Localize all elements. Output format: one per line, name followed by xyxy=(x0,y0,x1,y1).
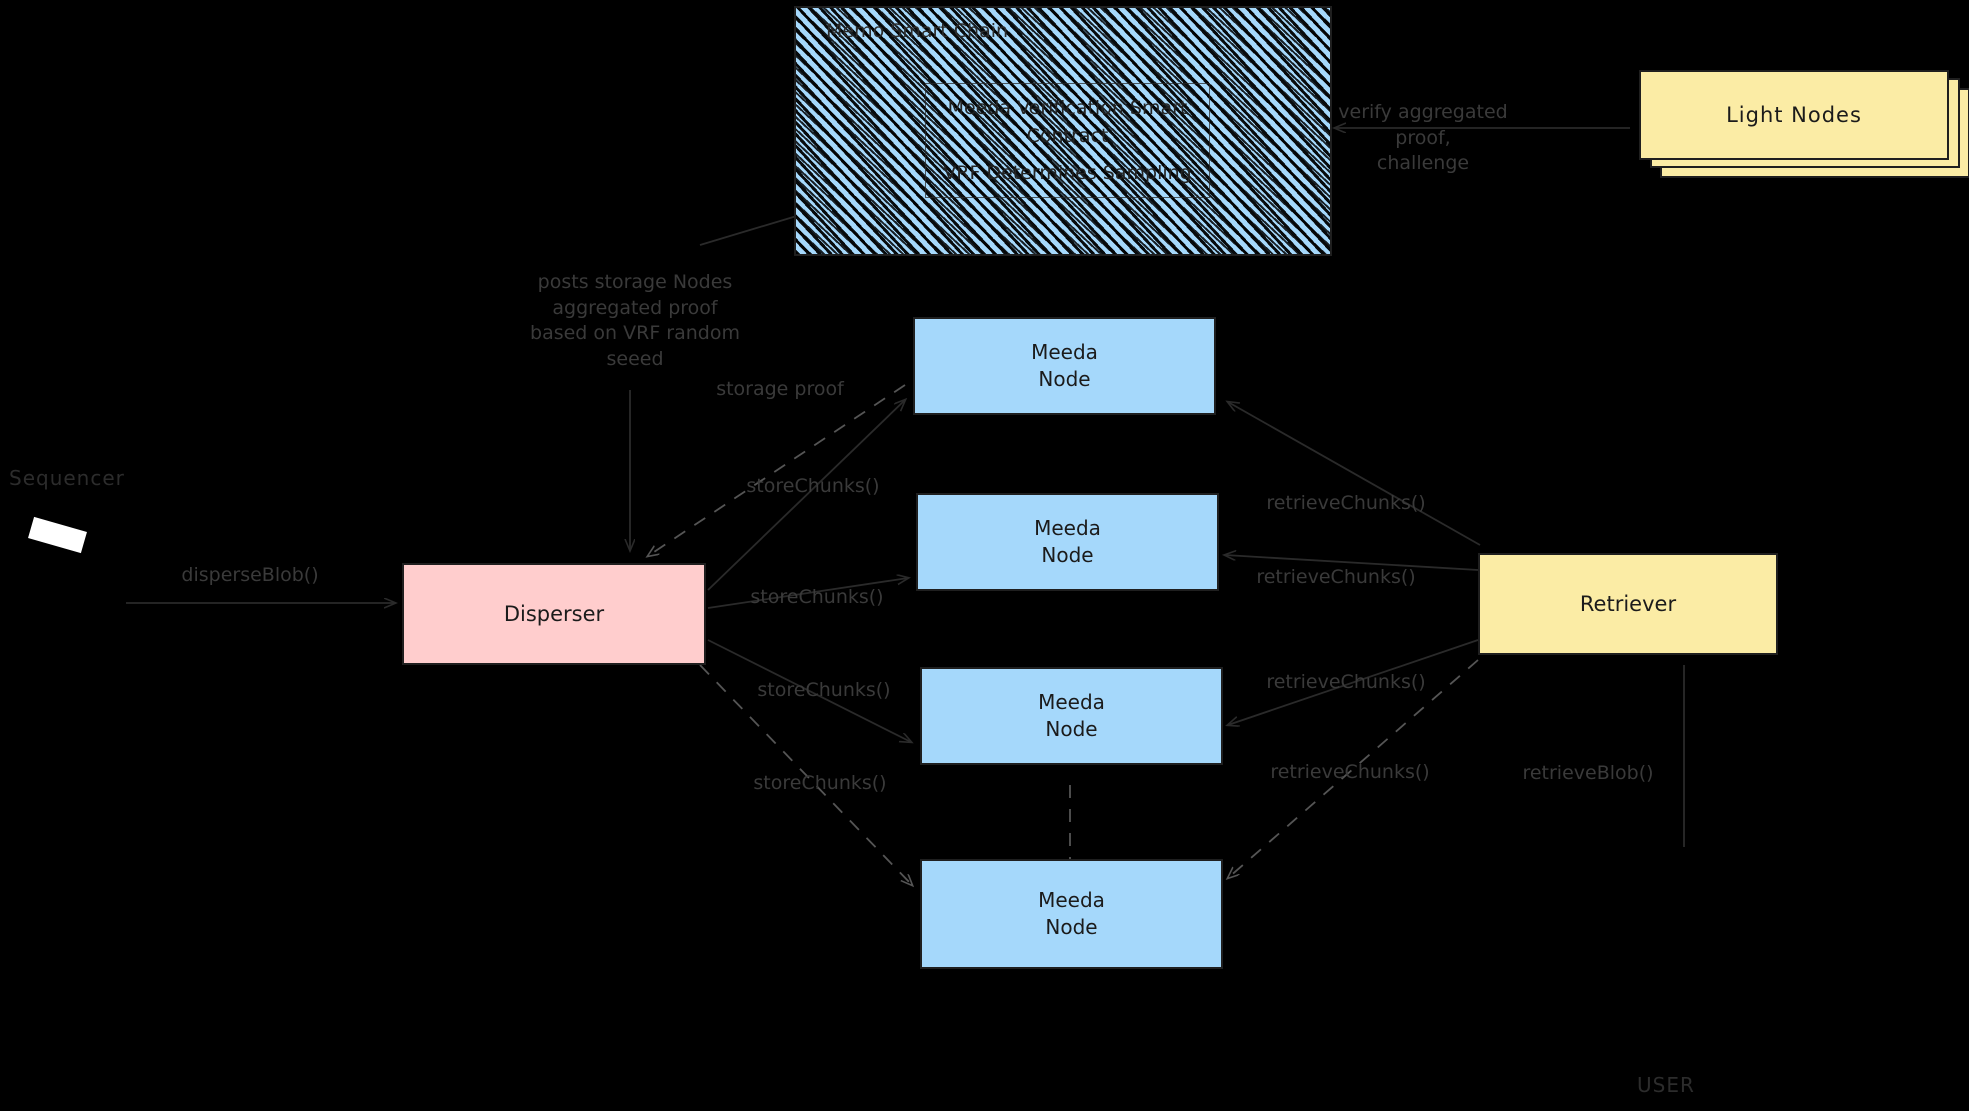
memo-smart-chain-title: Memo Smart Chain xyxy=(826,20,1009,42)
disperser-label: Disperser xyxy=(503,601,605,626)
edge-storage-proof xyxy=(648,384,906,556)
edge-label-store-chunks-1: storeChunks() xyxy=(746,475,880,497)
edge-chain-leader xyxy=(699,214,801,246)
retriever-box[interactable]: Retriever xyxy=(1478,553,1778,655)
meeda-verification-smart-contract[interactable]: Meeda Verification Smart Contract VRF De… xyxy=(925,83,1210,198)
light-nodes-box[interactable]: Light Nodes xyxy=(1639,70,1949,160)
edge-label-disperse-blob: disperseBlob() xyxy=(181,564,319,586)
edge-label-retrieve-chunks-1: retrieveChunks() xyxy=(1266,492,1426,514)
light-nodes-label: Light Nodes xyxy=(1726,102,1862,127)
sequencer-label: Sequencer xyxy=(9,466,125,490)
edge-label-store-chunks-2: storeChunks() xyxy=(750,586,884,608)
contract-title-line2: Contract xyxy=(1026,125,1109,148)
edge-label-store-chunks-3: storeChunks() xyxy=(757,679,891,701)
edge-label-store-chunks-4: storeChunks() xyxy=(753,772,887,794)
edge-label-storage-proof: storage proof xyxy=(716,378,844,400)
contract-vrf-line: VRF Determines Sampling xyxy=(943,161,1192,184)
edge-label-retrieve-chunks-2: retrieveChunks() xyxy=(1256,566,1416,588)
edge-label-posts-proof: posts storage Nodes aggregated proof bas… xyxy=(530,271,740,370)
edge-retrieve-chunks-1 xyxy=(1228,402,1481,546)
memo-smart-chain-container[interactable] xyxy=(794,6,1332,256)
user-label: USER xyxy=(1637,1073,1695,1097)
edge-label-retrieve-blob: retrieveBlob() xyxy=(1522,762,1654,784)
edge-label-verify-proof: verify aggregated proof, challenge xyxy=(1338,101,1508,175)
contract-title-line1: Meeda Verification Smart xyxy=(947,96,1188,119)
retriever-label: Retriever xyxy=(1579,591,1677,616)
edge-label-retrieve-chunks-3: retrieveChunks() xyxy=(1266,671,1426,693)
edge-label-retrieve-chunks-4: retrieveChunks() xyxy=(1270,761,1430,783)
sequencer-glyph xyxy=(28,516,87,554)
disperser-box[interactable]: Disperser xyxy=(402,563,706,665)
